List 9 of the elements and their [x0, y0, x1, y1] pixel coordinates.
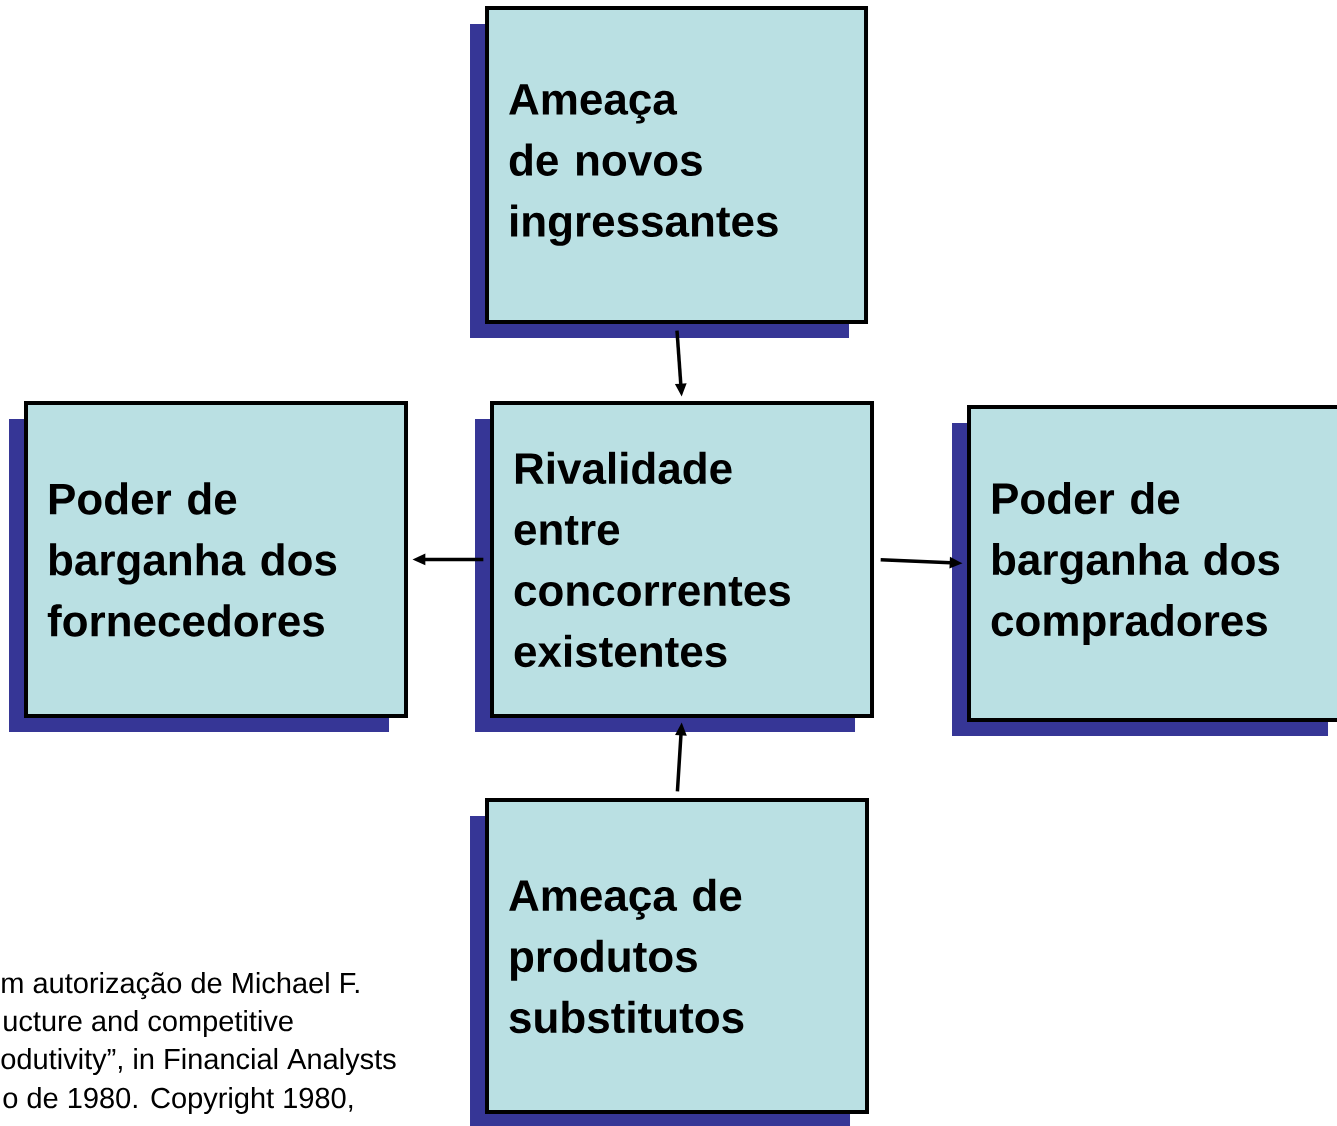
footnote-text: o de 1980. Copyright 1980, [3, 1086, 353, 1114]
footnote-text: odutivity”, in Financial Analysts [1, 1047, 396, 1075]
factor-box: Rivalidade entre concorrentes existentes [475, 401, 874, 732]
factor-box: Poder de barganha dos fornecedores [9, 401, 408, 732]
footnote-text: ucture and competitive [4, 1009, 293, 1037]
factor-box: Poder de barganha dos compradores [952, 405, 1337, 736]
factor-box: Ameaça de produtos substitutos [470, 798, 869, 1126]
footnote-text: m autorização de Michael F. [2, 971, 359, 1000]
factor-box: Ameaça de novos ingressantes [470, 6, 868, 338]
